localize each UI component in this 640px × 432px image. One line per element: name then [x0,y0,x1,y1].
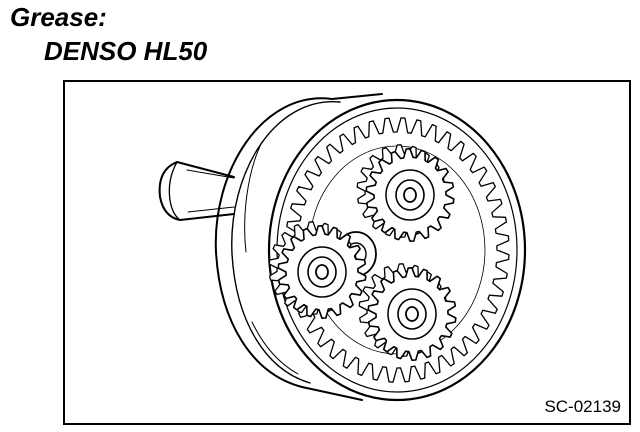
planet-gear-icon [268,221,367,319]
illustration-frame: SC-02139 [63,80,631,425]
planet-gear-icon [358,263,457,361]
planetary-gear-illustration [158,93,527,402]
figure-id: SC-02139 [544,397,621,416]
output-shaft-icon [158,161,235,221]
grease-label: Grease: [10,2,107,32]
grease-product-name: DENSO HL50 [44,36,208,66]
planet-gear-icon [356,144,455,242]
